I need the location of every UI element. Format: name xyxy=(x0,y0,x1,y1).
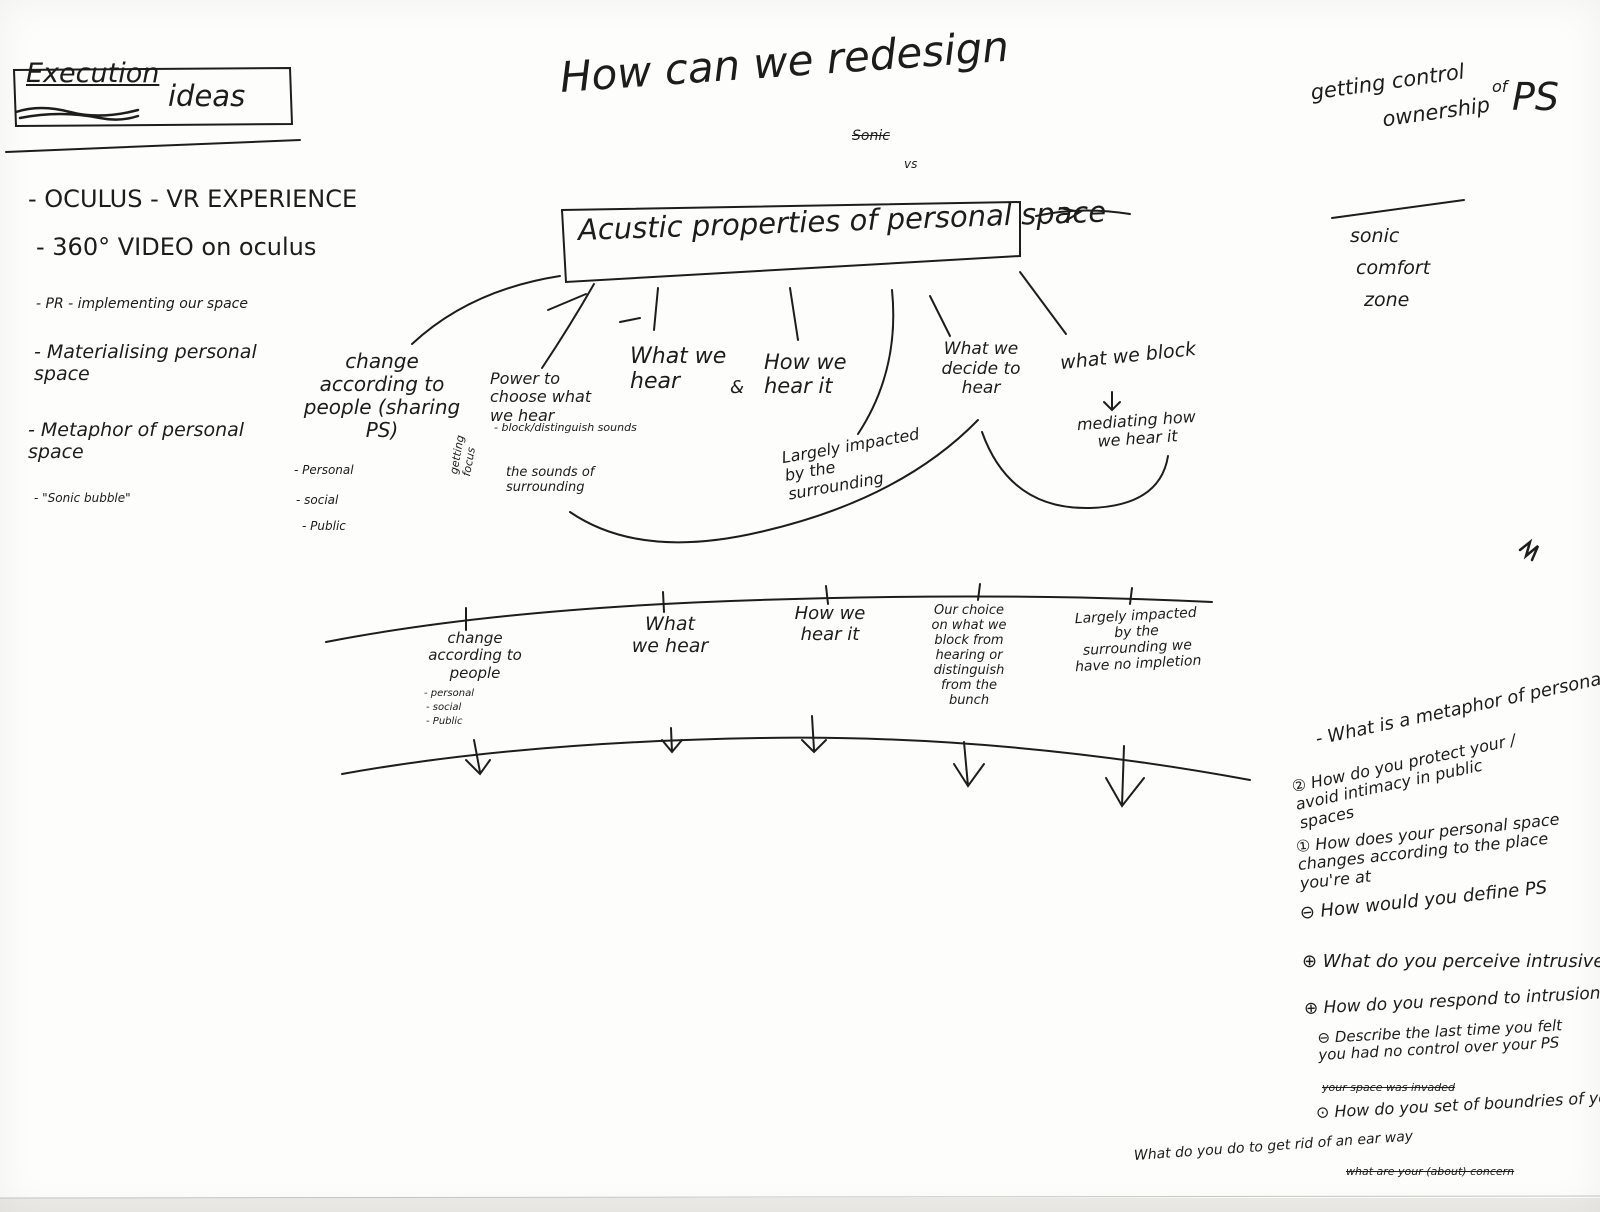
down-arrow-3 xyxy=(801,715,827,754)
timeline-item-how-we-hear: How we hear it xyxy=(794,603,866,645)
branch-change-sub-personal: - Personal xyxy=(294,463,354,477)
branch-change-sub-social: - social xyxy=(296,493,339,507)
question-intrusive: ⊕ What do you perceive intrusive xyxy=(1302,951,1600,972)
idea-sonic-bubble: - "Sonic bubble" xyxy=(34,491,131,505)
scribble-mark-right xyxy=(1518,538,1540,562)
timeline-item-change-sub-public: - Public xyxy=(426,716,463,727)
top-right-of: of xyxy=(1492,77,1508,96)
dash-2 xyxy=(619,317,641,323)
side-note-line1: sonic xyxy=(1350,225,1400,247)
arrow-block-mediating xyxy=(1103,391,1121,412)
timeline-curve-top xyxy=(325,595,1213,643)
down-arrow-4 xyxy=(953,741,985,788)
idea-metaphor: - Metaphor of personal space xyxy=(28,419,245,463)
question-struck-line: your space was invaded xyxy=(1322,1081,1455,1094)
down-arrow-5 xyxy=(1105,745,1145,808)
branch-power-text: Power to choose what we hear xyxy=(490,369,592,425)
execution-box xyxy=(12,66,294,128)
vs-label: vs xyxy=(904,157,918,171)
tick-2 xyxy=(662,591,665,613)
branch-largely xyxy=(857,289,895,435)
central-box-outline xyxy=(560,200,1021,284)
idea-materialising: - Materialising personal space xyxy=(34,341,257,385)
branch-power xyxy=(541,283,595,369)
branch-decide-text: What we decide to hear xyxy=(941,339,1021,399)
tick-5 xyxy=(1129,587,1133,605)
side-note-line2: comfort xyxy=(1356,257,1431,279)
idea-360-video: - 360° VIDEO on oculus xyxy=(36,233,317,261)
ampersand: & xyxy=(730,377,745,398)
short-dash xyxy=(547,293,587,311)
struck-word: Sonic xyxy=(852,128,890,144)
branch-change-text: change according to people (sharing PS) xyxy=(303,349,461,442)
branch-how xyxy=(789,287,799,341)
loop-decide-block xyxy=(981,431,1169,510)
side-note-line3: zone xyxy=(1364,289,1410,311)
down-arrow-1 xyxy=(465,739,491,776)
branch-how-we-hear-text: How we hear it xyxy=(764,350,847,399)
timeline-item-what-we-hear: What we hear xyxy=(631,613,709,657)
timeline-item-change-sub-personal: - personal xyxy=(424,688,474,699)
timeline-item-largely: Largely impacted by the surrounding we h… xyxy=(1074,604,1202,676)
timeline-item-change-sub-social: - social xyxy=(426,702,462,713)
execution-underline xyxy=(5,139,301,153)
branch-what-we-hear xyxy=(653,287,659,331)
branch-power-sub: - block/distinguish sounds xyxy=(494,421,637,434)
branch-power-sub2: the sounds of surrounding xyxy=(506,465,595,495)
timeline-curve-bottom xyxy=(341,736,1251,781)
scan-bottom-band xyxy=(0,1198,1600,1212)
question-struck-bottom: what are your (about) concern xyxy=(1346,1165,1515,1178)
branch-change xyxy=(411,275,561,345)
branch-block xyxy=(1019,271,1067,335)
tick-4 xyxy=(977,583,981,601)
branch-change-sub-public: - Public xyxy=(302,519,346,533)
idea-pr: - PR - implementing our space xyxy=(36,296,248,312)
central-box-arrow xyxy=(1035,207,1131,223)
scribble-crossout xyxy=(14,106,140,121)
tick-3 xyxy=(825,585,829,605)
branch-decide xyxy=(929,295,951,337)
branch-what-we-hear-text: What we hear xyxy=(630,344,727,395)
execution-label: Execution xyxy=(26,58,160,89)
timeline-item-change: change according to people xyxy=(428,629,522,682)
side-note-rule xyxy=(1331,199,1465,219)
idea-oculus: - OCULUS - VR EXPERIENCE xyxy=(28,185,358,213)
down-arrow-2 xyxy=(661,727,683,754)
ideas-label: ideas xyxy=(168,79,246,113)
loop-surrounding-decide xyxy=(569,419,979,544)
top-right-ps: PS xyxy=(1512,75,1560,119)
timeline-item-our-choice: Our choice on what we block from hearing… xyxy=(931,603,1007,708)
